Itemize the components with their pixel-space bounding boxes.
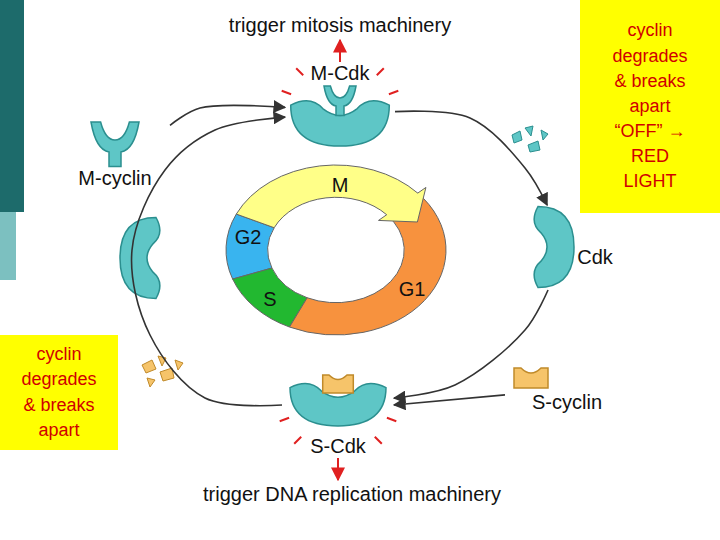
node-label: M-Cdk bbox=[311, 62, 370, 85]
node-label: G1 bbox=[399, 278, 426, 301]
s-cdk-complex: S-Cdk bbox=[282, 362, 394, 458]
node-label: G2 bbox=[235, 226, 262, 249]
trigger-label: trigger DNA replication machinery bbox=[203, 483, 501, 506]
callout-box: cyclin degrades & breaks apart “OFF” → R… bbox=[580, 0, 720, 213]
node-label: S-Cdk bbox=[310, 435, 366, 458]
node-label: M-cyclin bbox=[78, 167, 151, 190]
node-label: S bbox=[263, 288, 276, 311]
cyclin-shape bbox=[323, 375, 354, 393]
phase-band bbox=[236, 165, 426, 228]
s-cyclin: S-cyclin bbox=[505, 362, 625, 417]
cycle-arrow bbox=[170, 105, 285, 125]
side-bar bbox=[0, 212, 16, 280]
cdk-shape bbox=[120, 218, 160, 299]
cdk: Cdk bbox=[520, 205, 625, 290]
cycle-arrow bbox=[395, 111, 547, 205]
cyclin-fragments bbox=[512, 126, 548, 152]
trigger-arrow bbox=[339, 40, 341, 62]
callout-text: cyclin degrades & breaks apart “OFF” → R… bbox=[605, 18, 695, 194]
cyclin-shape bbox=[514, 368, 548, 388]
phase-band bbox=[290, 193, 446, 335]
cdk-shape bbox=[534, 207, 574, 288]
cycle-arrow bbox=[394, 395, 505, 405]
cyclin-fragments bbox=[142, 356, 183, 387]
callout-text: cyclin degrades & breaks apart bbox=[14, 342, 104, 443]
cyclin-shape bbox=[324, 86, 356, 116]
node-label: M bbox=[332, 174, 349, 197]
m-cyclin: M-cyclin bbox=[60, 118, 170, 196]
trigger-arrow bbox=[337, 458, 339, 480]
callout-box: cyclin degrades & breaks apart bbox=[0, 335, 118, 450]
cycle-arrow bbox=[132, 117, 285, 406]
node-label: Cdk bbox=[577, 246, 613, 269]
phase-segment: M bbox=[226, 165, 446, 335]
m-cdk-complex: M-Cdk bbox=[285, 62, 395, 152]
cyclin-shape bbox=[91, 122, 139, 166]
side-bar bbox=[0, 0, 24, 212]
trigger-label: trigger mitosis machinery bbox=[229, 14, 451, 37]
node-label: S-cyclin bbox=[532, 391, 602, 414]
